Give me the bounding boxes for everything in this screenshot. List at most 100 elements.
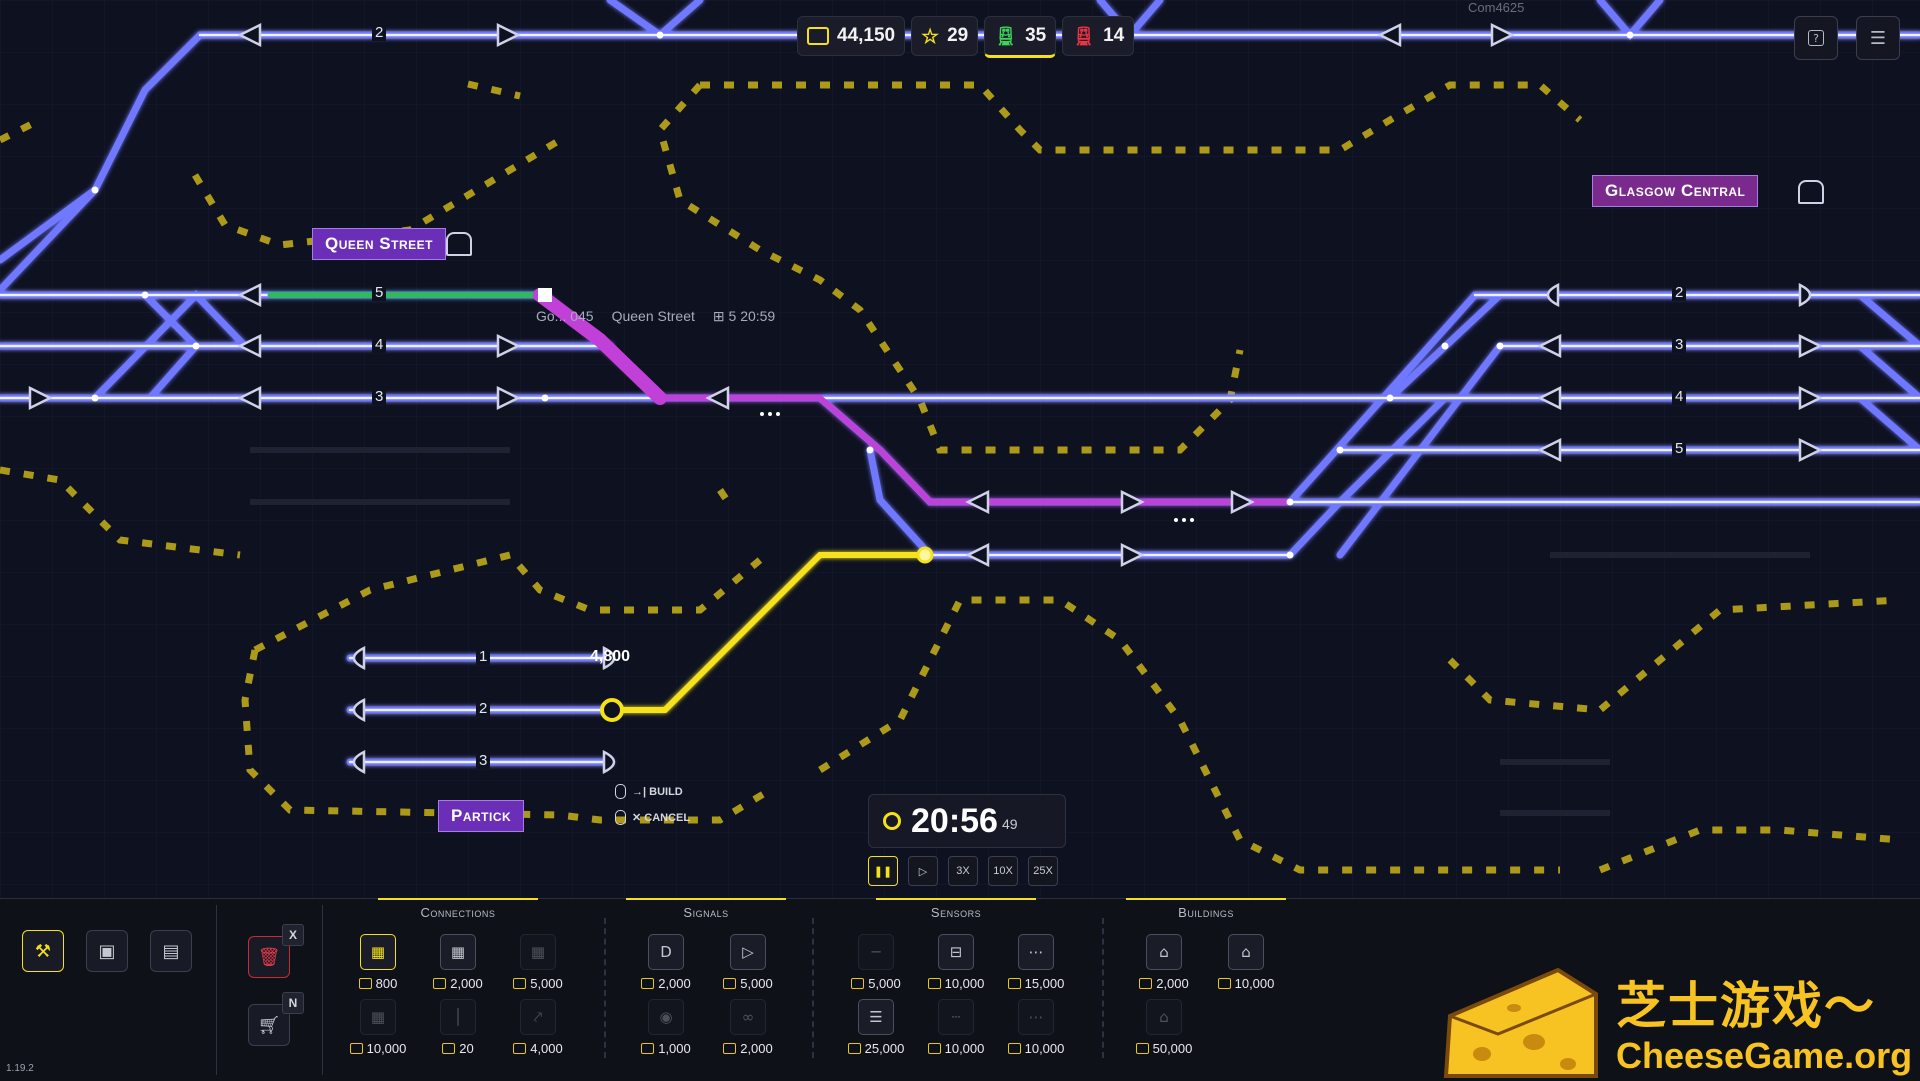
notes-tool-button[interactable]: ▤ [150,930,192,972]
item-cost: 10,000 [920,976,992,991]
signal-marker [1798,385,1823,411]
building-item[interactable]: ⌂50,000 [1128,999,1200,1056]
chip-tool-button[interactable]: ▣ [86,930,128,972]
station-building-icon[interactable] [446,232,472,256]
connection-item[interactable]: ▦5,000 [502,934,574,991]
wallet-icon [807,27,829,45]
signal-arrow-icon: ▷ [730,934,766,970]
version-label: 1.19.2 [6,1063,34,1074]
coin-icon [358,978,372,989]
indicator-dot [1190,518,1194,522]
connection-item[interactable]: ▦10,000 [342,999,414,1056]
junction-node [91,394,99,402]
hint-cancel-label: ✕ CANCEL [632,812,691,824]
train-body [533,288,667,405]
connection-item[interactable]: ▦800 [342,934,414,991]
connection-item[interactable]: │20 [422,999,494,1056]
item-cost-value: 2,000 [658,976,691,991]
stars-value: 29 [947,25,969,46]
depot-icon: ⌂ [1228,934,1264,970]
indicator-dot [760,412,764,416]
indicator-dot [1182,518,1186,522]
trains-delayed-counter[interactable]: 🚆︎ 14 [1062,16,1135,56]
sensor-item[interactable]: ☰25,000 [840,999,912,1056]
connection-item[interactable]: ⤤4,000 [502,999,574,1056]
build-endpoint-marker[interactable] [600,698,624,722]
help-button[interactable]: ? [1794,16,1838,60]
signal-marker [1490,22,1515,48]
signal-marker [1798,437,1823,463]
train-car[interactable] [533,288,667,405]
sensor-item[interactable]: ⊟ 10,000 [920,934,992,991]
station-label-queen-street[interactable]: Queen Street [312,228,446,260]
train-station: Queen Street [611,308,695,324]
rail-network [0,0,1920,766]
signal-icon: ◉ [648,999,684,1035]
item-cost-value: 20 [459,1041,474,1056]
sensor-item[interactable]: ┄10,000 [920,999,992,1056]
signals[interactable] [28,22,1823,568]
coin-icon [1007,1043,1021,1054]
building-item[interactable]: ⌂2,000 [1128,934,1200,991]
sensor-item[interactable]: ⋯10,000 [1000,999,1072,1056]
station-label-glasgow-central[interactable]: Glasgow Central [1592,175,1759,207]
speed-25x-button[interactable]: 25X [1028,856,1058,886]
pause-button[interactable]: ❚❚ [868,856,898,886]
money-counter[interactable]: 44,150 [797,16,906,56]
trains-active-counter[interactable]: 🚆︎ 35 [984,16,1057,58]
speed-3x-button[interactable]: 3X [948,856,978,886]
play-button[interactable]: ▷ [908,856,938,886]
station-icon: ▦ [360,999,396,1035]
item-cost: 10,000 [1000,1041,1072,1056]
coin-icon [1217,978,1231,989]
buffer-stop [602,749,616,775]
category-title-connections: Connections [420,905,496,920]
category-divider [812,918,814,1058]
category-underline [378,898,538,900]
track-number: 3 [372,388,387,405]
speed-10x-button[interactable]: 10X [988,856,1018,886]
station-40-icon: ▦ [360,934,396,970]
junction-node [1286,498,1294,506]
build-cursor-node[interactable] [916,546,934,564]
signal-marker [496,333,521,359]
buffer-stop [1546,282,1560,308]
signal-marker [1120,542,1145,568]
help-icon: ? [1808,30,1824,46]
coin-icon [847,1043,861,1054]
junction-node [1336,446,1344,454]
menu-button[interactable]: ☰ [1856,16,1900,60]
build-tool-button[interactable]: ⚒ [22,930,64,972]
connection-item[interactable]: ▦ 2,000 [422,934,494,991]
money-value: 44,150 [837,25,896,46]
rail-core [928,293,1920,557]
signal-marker [1537,385,1562,411]
station-80-icon: ▦ [440,934,476,970]
item-cost-value: 1,000 [658,1041,691,1056]
building-item[interactable]: ⌂10,000 [1210,934,1282,991]
track-number: 5 [1672,440,1687,457]
category-divider [604,918,606,1058]
item-cost: 2,000 [712,1041,784,1056]
sensor-icon: ┄ [938,999,974,1035]
signal-item[interactable]: ∞2,000 [712,999,784,1056]
sensor-item[interactable]: ⋯15,000 [1000,934,1072,991]
sensor-icon: ─ [858,934,894,970]
stars-counter[interactable]: ☆ 29 [911,16,979,56]
sensor-platform-icon: ⊟ [938,934,974,970]
category-underline [876,898,1036,900]
top-hud: 44,150 ☆ 29 🚆︎ 35 🚆︎ 14 [797,16,1135,58]
buffer-stops[interactable] [352,282,1812,775]
signal-item[interactable]: ▷ 5,000 [712,934,784,991]
item-cost-value: 10,000 [944,976,985,991]
buffer-stop [602,645,616,671]
item-cost: 5,000 [712,976,784,991]
signal-item[interactable]: ◉ 1,000 [630,999,702,1056]
watermark-title: 芝士游戏～ [1616,977,1876,1035]
item-cost-value: 2,000 [1156,976,1189,991]
item-cost: 2,000 [422,976,494,991]
station-label-partick[interactable]: Partick [438,800,525,832]
station-building-icon[interactable] [1798,180,1824,204]
sensor-item[interactable]: ─5,000 [840,934,912,991]
